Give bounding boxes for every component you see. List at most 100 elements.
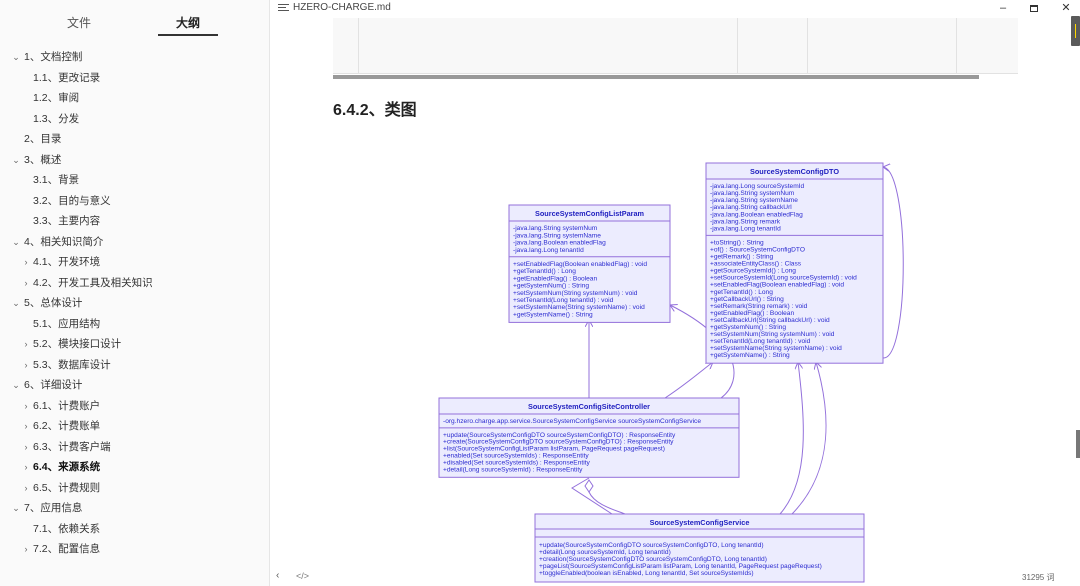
class-method: +getCallbackUrl() : String — [710, 296, 784, 303]
outline-item[interactable]: 1.2、审阅 — [0, 88, 270, 109]
class-method: +creation(SourceSystemConfigDTO sourceSy… — [539, 556, 767, 563]
maximize-button[interactable] — [1024, 0, 1044, 18]
outline-item[interactable]: ›6.4、来源系统 — [0, 457, 270, 478]
chevron-right-icon[interactable]: › — [24, 257, 28, 267]
outline-item[interactable]: ›4.2、开发工具及相关知识 — [0, 273, 270, 294]
table-horizontal-scrollbar[interactable] — [333, 75, 979, 79]
aggregation-diamond-icon — [584, 479, 594, 493]
class-field: -java.lang.String systemNum — [513, 225, 598, 232]
chevron-right-icon[interactable]: › — [24, 339, 28, 349]
active-tab-indicator — [158, 34, 218, 36]
chevron-down-icon[interactable]: ⌄ — [12, 380, 20, 390]
title-bar: HZERO-CHARGE.md – ✕ — [270, 0, 1080, 18]
outline-item[interactable]: ⌄1、文档控制 — [0, 47, 270, 68]
outline-item[interactable]: ⌄5、总体设计 — [0, 293, 270, 314]
class-method: +getTenantId() : Long — [513, 268, 576, 275]
outline-item[interactable]: › 6.3、计费客户端 — [0, 437, 270, 458]
class-box — [534, 513, 865, 583]
class-method: +getEnabledFlag() : Boolean — [710, 310, 794, 317]
outline-item-label: 3、概述 — [24, 153, 62, 166]
class-field: -java.lang.String callbackUrl — [710, 204, 792, 211]
outline-item-label: 5.1、应用结构 — [33, 317, 101, 330]
class-name: SourceSystemConfigDTO — [750, 167, 839, 176]
class-method: +setSystemName(String systemName) : void — [513, 304, 645, 311]
back-arrow-icon[interactable]: ‹ — [276, 570, 280, 581]
class-method: +getSystemName() : String — [710, 352, 790, 359]
class-method: +update(SourceSystemConfigDTO sourceSyst… — [539, 542, 764, 549]
outline-item-label: 3.2、目的与意义 — [33, 194, 111, 207]
diagram-nodes: SourceSystemConfigListParam-java.lang.St… — [438, 162, 884, 583]
chevron-down-icon[interactable]: ⌄ — [12, 52, 20, 62]
chevron-down-icon[interactable]: ⌄ — [12, 154, 20, 165]
class-box — [705, 162, 884, 364]
chevron-right-icon[interactable]: › — [24, 400, 28, 411]
diagram-edge — [883, 167, 904, 359]
side-panel-handle[interactable] — [1071, 16, 1080, 46]
source-code-icon[interactable]: </> — [296, 571, 310, 581]
chevron-down-icon[interactable]: ⌄ — [12, 236, 20, 247]
outline-item[interactable]: ⌄ 3、概述 — [0, 150, 270, 171]
outline-item-label: 1.2、审阅 — [33, 92, 80, 104]
outline-item-label: 7.2、配置信息 — [33, 543, 101, 555]
section-heading: 6.4.2、类图 — [333, 102, 417, 119]
outline-item[interactable]: 3.1、背景 — [0, 170, 270, 191]
outline-item[interactable]: 1.1、更改记录 — [0, 68, 270, 89]
vertical-scrollbar[interactable] — [1076, 430, 1080, 458]
tab-outline[interactable]: 大纲 — [175, 16, 200, 30]
outline-item[interactable]: 1.3、分发 — [0, 109, 270, 130]
class-method: +pageList(SourceSystemConfigListParam li… — [539, 563, 822, 570]
class-method: +create(SourceSystemConfigDTO sourceSyst… — [443, 439, 674, 446]
chevron-down-icon[interactable]: ⌄ — [12, 503, 20, 513]
chevron-right-icon[interactable]: › — [24, 441, 28, 452]
outline-item[interactable]: ›5.3、数据库设计 — [0, 355, 270, 376]
outline-item[interactable]: 3.3、主要内容 — [0, 211, 270, 232]
chevron-right-icon[interactable]: › — [24, 482, 28, 493]
diagram-edge — [664, 362, 713, 399]
class-method: +setSystemNum(String systemNum) : void — [513, 290, 638, 297]
word-count[interactable]: 31295 词 — [1022, 573, 1055, 582]
outline-item[interactable]: › 5.2、模块接口设计 — [0, 334, 270, 355]
diagram-edge — [779, 362, 804, 515]
outline-item[interactable]: 2、目录 — [0, 129, 270, 150]
minimize-button[interactable]: – — [999, 2, 1007, 14]
chevron-right-icon[interactable]: › — [24, 462, 28, 472]
class-method: +setSystemNum(String systemNum) : void — [710, 331, 835, 338]
outline-item[interactable]: ›6.5、计费规则 — [0, 478, 270, 499]
uml-class-controller: SourceSystemConfigSiteController-org.hze… — [438, 397, 740, 478]
outline-item[interactable]: 3.2、目的与意义 — [0, 191, 270, 212]
chevron-down-icon[interactable]: ⌄ — [12, 298, 20, 308]
outline-item[interactable]: ⌄7、应用信息 — [0, 498, 270, 519]
chevron-right-icon[interactable]: › — [24, 359, 28, 370]
chevron-right-icon[interactable]: › — [24, 277, 28, 288]
outline-item[interactable]: › 7.2、配置信息 — [0, 539, 270, 560]
outline-item[interactable]: ⌄4、相关知识简介 — [0, 232, 270, 253]
class-method: +toggleEnabled(boolean isEnabled, Long t… — [539, 570, 754, 577]
outline-item[interactable]: ›6.1、计费账户 — [0, 396, 270, 417]
tab-files[interactable]: 文件 — [66, 16, 91, 30]
class-name: SourceSystemConfigSiteController — [528, 402, 650, 411]
class-method: +getEnabledFlag() : Boolean — [513, 275, 597, 282]
chevron-right-icon[interactable]: › — [24, 421, 28, 431]
outline-item[interactable]: 5.1、应用结构 — [0, 314, 270, 335]
class-method: +getTenantId() : Long — [710, 289, 773, 296]
outline-item-label: 3.3、主要内容 — [33, 215, 101, 227]
outline-item[interactable]: ›6.2、计费账单 — [0, 416, 270, 437]
chevron-right-icon[interactable]: › — [24, 544, 28, 554]
class-method: +setRemark(String remark) : void — [710, 303, 808, 310]
class-method: +associateEntityClass() : Class — [710, 261, 802, 268]
outline-item-label: 5.2、模块接口设计 — [33, 338, 122, 350]
class-field: -java.lang.Long tenantId — [513, 247, 584, 254]
outline-item[interactable]: ›4.1、开发环境 — [0, 252, 270, 273]
class-method: +setSourceSystemId(Long sourceSystemId) … — [710, 275, 857, 282]
class-method: +disabled(Set sourceSystemIds) : Respons… — [443, 459, 590, 466]
menu-icon[interactable] — [278, 3, 289, 13]
outline-item-label: 6.3、计费客户端 — [33, 440, 111, 453]
outline-item-label: 1.3、分发 — [33, 112, 80, 125]
close-button[interactable]: ✕ — [1061, 2, 1071, 14]
diagram-edge — [588, 491, 626, 515]
class-method: +update(SourceSystemConfigDTO sourceSyst… — [443, 432, 676, 439]
class-method: +getSystemNum() : String — [710, 324, 786, 331]
class-method: +getSystemName() : String — [513, 311, 593, 318]
outline-item[interactable]: 7.1、依赖关系 — [0, 519, 270, 540]
outline-item[interactable]: ⌄6、详细设计 — [0, 375, 270, 396]
